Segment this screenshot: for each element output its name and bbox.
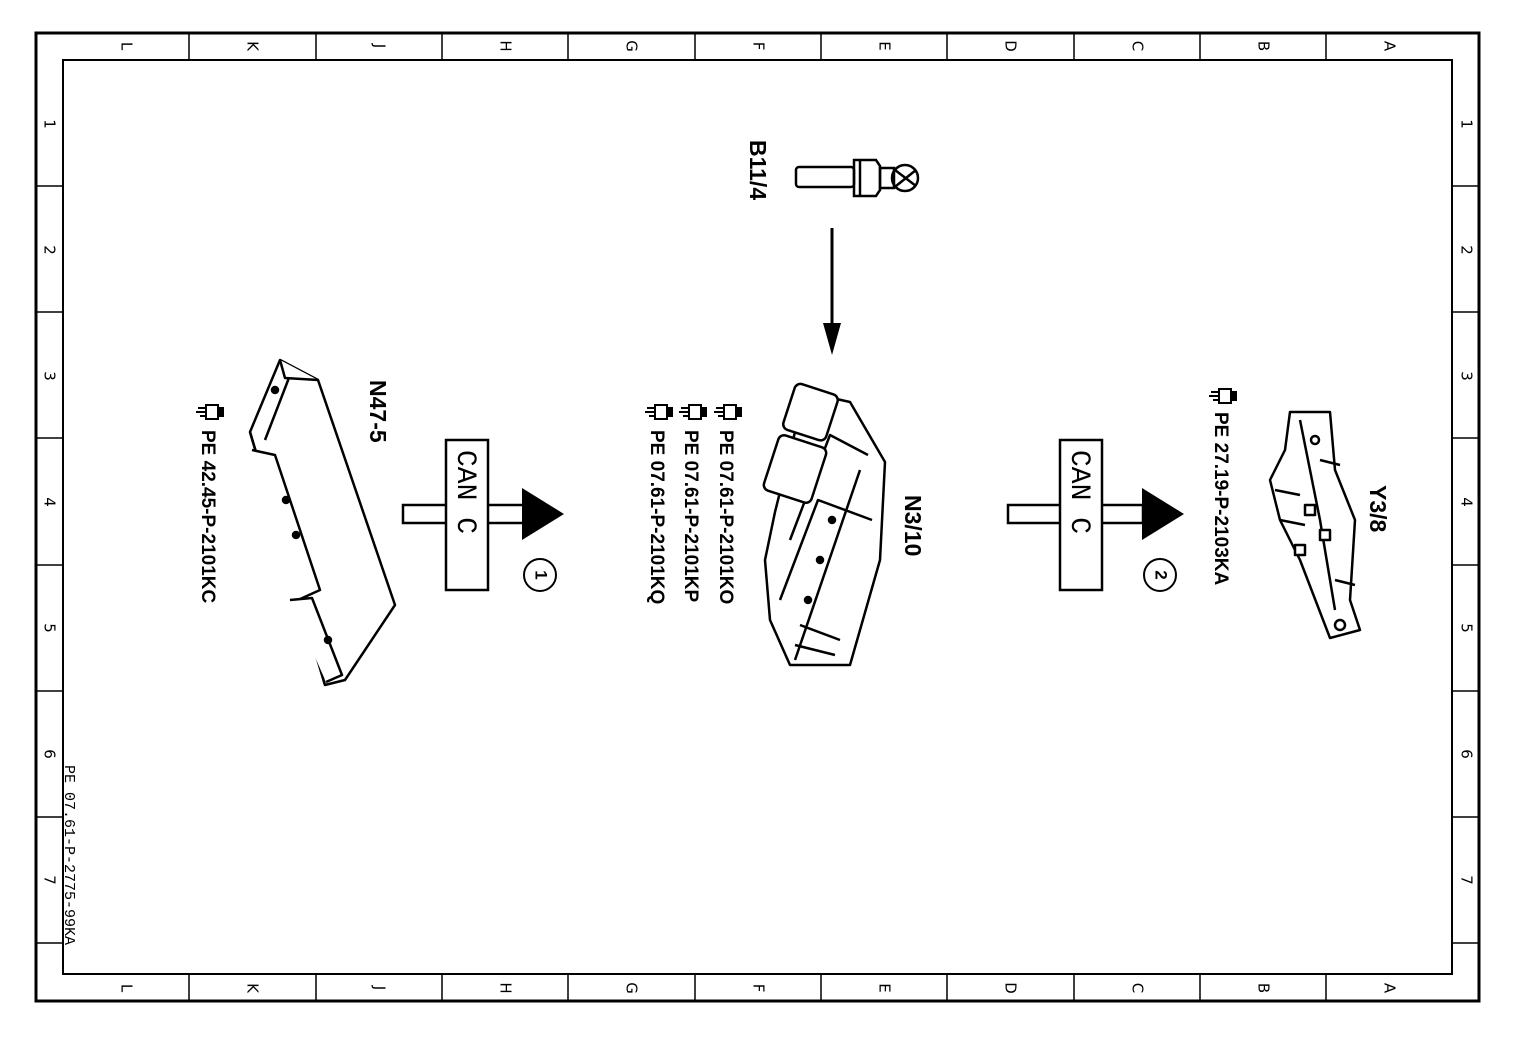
pointing-hand-icon (678, 404, 708, 420)
col-label-bottom: A (1381, 983, 1399, 994)
col-label-top: A (1381, 41, 1399, 52)
valve-label: Y3/8 (1365, 485, 1391, 533)
col-label-bottom: H (497, 982, 515, 993)
valve-y3-8-icon (1268, 410, 1362, 640)
can-bus-label-2: CAN C (1063, 450, 1094, 534)
col-label-bottom: J (371, 985, 389, 990)
col-label-top: C (1129, 41, 1147, 51)
row-dividers (36, 185, 1479, 944)
col-label-top: F (750, 42, 768, 51)
can-connection-2: CAN C 2 (1006, 438, 1184, 592)
connection-number-1: 1 (532, 570, 551, 579)
module-n47-5-icon (248, 358, 397, 687)
col-label-top: L (118, 42, 136, 51)
module-label: N47-5 (365, 380, 391, 443)
inner-frame (62, 59, 1453, 975)
col-label-top: D (1002, 40, 1020, 52)
pointing-hand-icon (1208, 388, 1238, 404)
connection-number-2: 2 (1152, 570, 1171, 579)
valve-ref: PE 27.19-P-2103KA (1210, 412, 1231, 585)
col-label-top: J (371, 43, 389, 48)
control-unit-ref-3: PE 07.61-P-2101KQ (646, 430, 667, 604)
pointing-hand-icon (713, 404, 743, 420)
control-unit-refs: PE 07.61-P-2101KO PE 07.61-P-2101KP PE 0… (644, 404, 743, 604)
column-dividers (188, 33, 1327, 1001)
signal-arrow-sensor (823, 228, 841, 355)
row-label-right: 1 (1458, 119, 1476, 129)
col-label-top: K (244, 41, 262, 52)
col-label-top: G (623, 40, 641, 52)
control-unit-ref-1: PE 07.61-P-2101KO (715, 430, 736, 604)
sensor-label: B11/4 (745, 140, 771, 200)
col-label-top: B (1255, 41, 1273, 51)
can-bus-label-1: CAN C (449, 450, 480, 534)
row-label-left: 7 (41, 875, 59, 885)
row-label-left: 1 (41, 119, 59, 129)
row-label-right: 2 (1458, 245, 1476, 255)
col-label-bottom: B (1255, 983, 1273, 993)
row-label-left: 4 (41, 497, 59, 507)
pointing-hand-icon (195, 404, 225, 420)
module-ref: PE 42.45-P-2101KC (197, 430, 218, 603)
sensor-b11-4-icon (794, 158, 920, 198)
row-label-left: 3 (41, 371, 59, 381)
row-label-left: 6 (41, 749, 59, 759)
col-label-bottom: F (750, 984, 768, 993)
row-label-right: 6 (1458, 749, 1476, 759)
row-label-left: 2 (41, 245, 59, 255)
row-label-right: 4 (1458, 497, 1476, 507)
col-label-top: E (876, 41, 894, 50)
col-label-top: H (497, 40, 515, 51)
control-unit-n3-10-icon (762, 382, 887, 667)
col-label-bottom: D (1002, 982, 1020, 994)
col-label-bottom: E (876, 983, 894, 992)
row-label-left: 5 (41, 623, 59, 633)
row-label-right: 7 (1458, 875, 1476, 885)
can-connection-1: CAN C 1 (401, 438, 564, 592)
drawing-id: PE 07.61-P-2775-99KA (60, 765, 77, 945)
col-label-bottom: L (118, 984, 136, 993)
control-unit-ref-2: PE 07.61-P-2101KP (680, 430, 701, 602)
outer-frame (34, 31, 1481, 1003)
pointing-hand-icon (644, 404, 674, 420)
col-label-bottom: C (1129, 983, 1147, 993)
row-label-right: 3 (1458, 371, 1476, 381)
col-label-bottom: G (623, 982, 641, 994)
control-unit-label: N3/10 (900, 495, 926, 556)
col-label-bottom: K (244, 983, 262, 994)
row-label-right: 5 (1458, 623, 1476, 633)
